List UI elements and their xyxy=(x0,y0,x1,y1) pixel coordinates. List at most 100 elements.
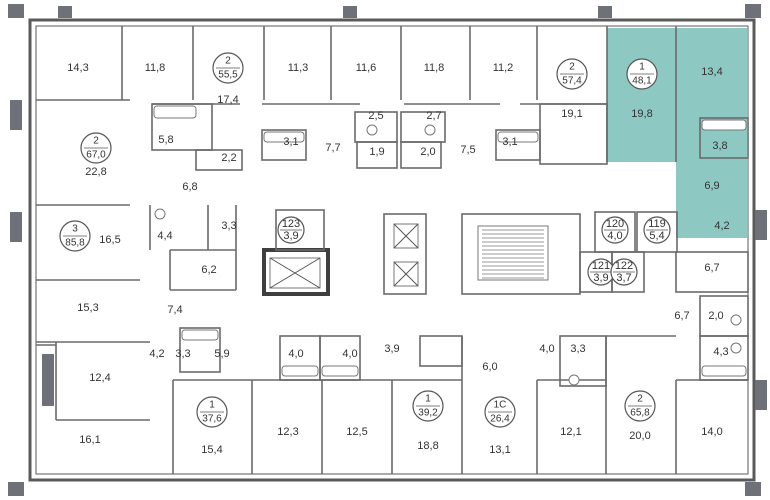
room-area-label: 5,9 xyxy=(214,348,229,360)
room-area-label: 12,3 xyxy=(277,426,298,438)
apartment-room-count: 2 xyxy=(569,62,575,73)
apartment-badge[interactable]: 267,0 xyxy=(80,132,112,164)
apartment-badge[interactable]: 139,2 xyxy=(412,390,444,422)
apartment-total-area: 85,8 xyxy=(65,238,85,249)
room-area-label: 12,5 xyxy=(346,426,367,438)
sink-icon xyxy=(730,314,742,326)
room-area-label: 11,2 xyxy=(493,62,514,74)
sink-icon xyxy=(366,124,378,136)
apartment-total-area: 55,5 xyxy=(218,70,238,81)
apartment-badge[interactable]: 148,1 xyxy=(626,58,658,90)
room-area-label: 3,9 xyxy=(384,343,399,355)
apartment-total-area: 48,1 xyxy=(632,76,652,87)
storage-number: 121 xyxy=(592,260,610,272)
room-area-label: 3,1 xyxy=(502,136,517,148)
storage-area: 3,9 xyxy=(283,230,298,242)
room-area-label: 14,0 xyxy=(701,426,722,438)
window xyxy=(58,6,72,18)
room-area-label: 6,0 xyxy=(482,361,497,373)
apartment-badge[interactable]: 257,4 xyxy=(556,58,588,90)
room-area-label: 2,2 xyxy=(221,152,236,164)
room-area-label: 2,0 xyxy=(708,310,723,322)
apartment-badges: 255,5257,4148,1267,0385,8137,6139,21С26,… xyxy=(59,52,658,428)
bathtub-icon xyxy=(321,365,359,377)
fixtures xyxy=(153,105,747,386)
apartment-room-count: 1 xyxy=(209,400,215,411)
bathtub-icon xyxy=(181,329,219,341)
window-corner-top-right xyxy=(745,4,761,18)
bathtub-icon xyxy=(497,131,539,143)
window xyxy=(10,100,22,130)
apartment-room-count: 3 xyxy=(72,224,78,235)
apartment-badge[interactable]: 255,5 xyxy=(212,52,244,84)
room-area-label: 3,1 xyxy=(283,136,298,148)
apartment-total-area: 67,0 xyxy=(86,150,106,161)
room-area-label: 11,3 xyxy=(288,62,309,74)
highlighted-apartment[interactable] xyxy=(607,28,747,238)
apartment-badge[interactable]: 137,6 xyxy=(196,396,228,428)
storage-area: 4,0 xyxy=(607,230,622,242)
sink-icon xyxy=(154,208,166,220)
room-area-label: 4,3 xyxy=(713,346,728,358)
room-area-label: 7,7 xyxy=(325,142,340,154)
room-area-label: 6,2 xyxy=(201,264,216,276)
sink-icon xyxy=(424,124,436,136)
apartment-total-area: 39,2 xyxy=(418,408,438,419)
room-area-label: 4,0 xyxy=(288,348,303,360)
room-area-label: 4,0 xyxy=(342,348,357,360)
staircase xyxy=(477,225,549,281)
room-area-label: 19,1 xyxy=(561,108,582,120)
room-area-label: 11,8 xyxy=(424,62,445,74)
storage-number: 119 xyxy=(648,218,666,230)
bathtub-icon xyxy=(701,365,747,377)
room-area-label: 12,4 xyxy=(89,372,110,384)
apartment-badge[interactable]: 265,8 xyxy=(624,390,656,422)
apartment-room-count: 2 xyxy=(93,136,99,147)
room-area-label: 3,3 xyxy=(221,220,236,232)
room-area-label: 5,8 xyxy=(158,134,173,146)
apartment-total-area: 37,6 xyxy=(202,414,222,425)
apartment-room-count: 2 xyxy=(637,394,643,405)
window xyxy=(42,354,54,406)
window xyxy=(10,212,22,242)
window-corner-bottom-left xyxy=(8,482,24,496)
apartment-room-count: 1 xyxy=(639,62,645,73)
room-area-label: 13,1 xyxy=(489,444,510,456)
elevators xyxy=(269,223,419,289)
window xyxy=(755,210,767,240)
room-area-label: 4,4 xyxy=(157,230,172,242)
room-area-label: 11,8 xyxy=(145,62,166,74)
window xyxy=(343,6,357,18)
bathtub-icon xyxy=(701,119,747,131)
room-area-label: 7,4 xyxy=(167,304,182,316)
windows xyxy=(8,4,767,496)
room-area-label: 6,8 xyxy=(182,181,197,193)
sink-icon xyxy=(730,342,742,354)
window-corner-top-left xyxy=(8,4,24,18)
room-area-label: 15,3 xyxy=(77,302,98,314)
storage-area: 5,4 xyxy=(649,230,664,242)
room-area-label: 3,3 xyxy=(570,343,585,355)
room-area-label: 2,5 xyxy=(368,110,383,122)
apartment-total-area: 26,4 xyxy=(490,414,510,425)
storage-area: 3,9 xyxy=(593,272,608,284)
elevator-shaft xyxy=(269,257,321,289)
room-area-label: 6,9 xyxy=(704,180,719,192)
room-area-label: 4,2 xyxy=(149,348,164,360)
apartment-room-count: 2 xyxy=(225,56,231,67)
apartment-badge[interactable]: 385,8 xyxy=(59,220,91,252)
room-area-label: 20,0 xyxy=(629,430,650,442)
window xyxy=(598,6,612,18)
room-area-label: 16,1 xyxy=(79,434,100,446)
storage-area: 3,7 xyxy=(616,272,631,284)
storage-number: 123 xyxy=(282,218,300,230)
